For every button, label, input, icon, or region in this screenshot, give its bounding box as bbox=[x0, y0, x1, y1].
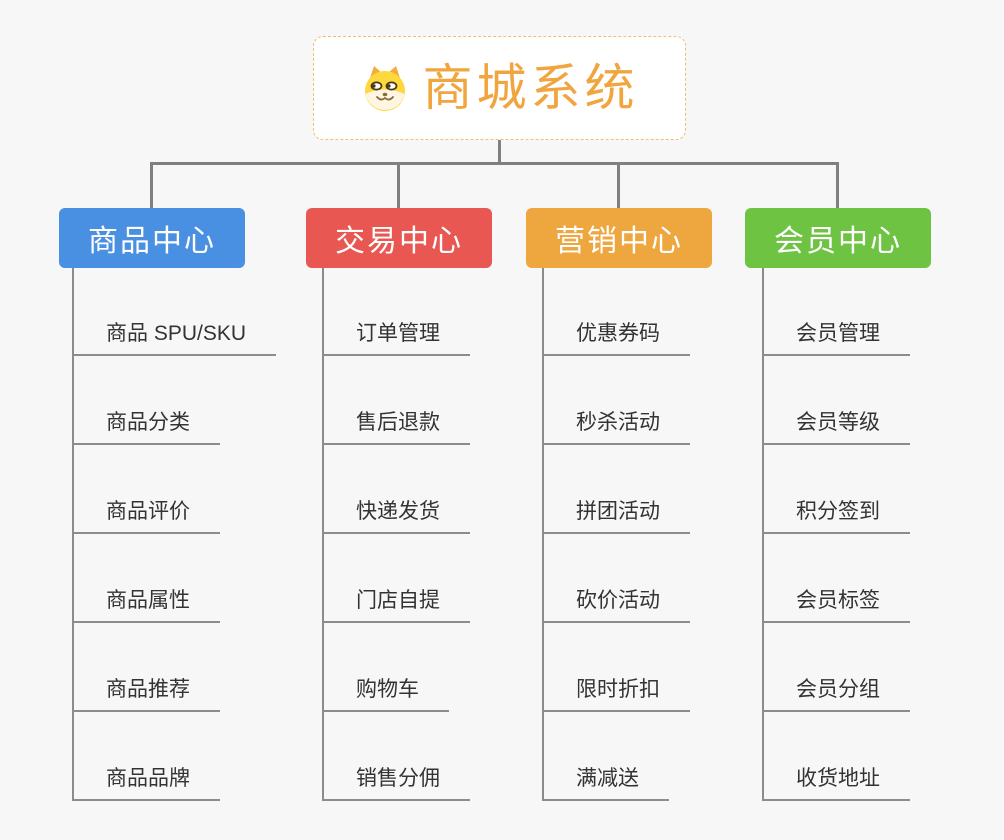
connector-drop-member bbox=[836, 162, 839, 208]
branch-label: 会员中心 bbox=[774, 225, 902, 258]
branch-node-marketing[interactable]: 营销中心 bbox=[526, 208, 712, 268]
branch-trunk-trade bbox=[322, 268, 324, 801]
leaf-node[interactable]: 满减送 bbox=[542, 767, 669, 801]
branch-label: 交易中心 bbox=[335, 225, 463, 258]
leaf-node[interactable]: 商品推荐 bbox=[72, 678, 220, 712]
connector-root-stem bbox=[498, 140, 501, 165]
leaf-node[interactable]: 商品品牌 bbox=[72, 767, 220, 801]
branch-node-member[interactable]: 会员中心 bbox=[745, 208, 931, 268]
leaf-node[interactable]: 商品评价 bbox=[72, 500, 220, 534]
leaf-node[interactable]: 限时折扣 bbox=[542, 678, 690, 712]
branch-trunk-marketing bbox=[542, 268, 544, 801]
branch-node-trade[interactable]: 交易中心 bbox=[306, 208, 492, 268]
branch-trunk-member bbox=[762, 268, 764, 801]
connector-drop-trade bbox=[397, 162, 400, 208]
root-title: 商城系统 bbox=[422, 60, 639, 116]
leaf-node[interactable]: 会员管理 bbox=[762, 322, 910, 356]
leaf-node[interactable]: 销售分佣 bbox=[322, 767, 470, 801]
leaf-node[interactable]: 会员分组 bbox=[762, 678, 910, 712]
branch-label: 商品中心 bbox=[88, 225, 216, 258]
branch-trunk-product bbox=[72, 268, 74, 801]
leaf-node[interactable]: 商品属性 bbox=[72, 589, 220, 623]
leaf-node[interactable]: 积分签到 bbox=[762, 500, 910, 534]
dog-face-icon bbox=[364, 66, 405, 111]
leaf-node[interactable]: 商品 SPU/SKU bbox=[72, 322, 277, 356]
leaf-node[interactable]: 拼团活动 bbox=[542, 500, 690, 534]
leaf-node[interactable]: 会员标签 bbox=[762, 589, 910, 623]
branch-label: 营销中心 bbox=[555, 225, 683, 258]
leaf-node[interactable]: 秒杀活动 bbox=[542, 411, 690, 445]
connector-drop-product bbox=[150, 162, 153, 208]
leaf-node[interactable]: 砍价活动 bbox=[542, 589, 690, 623]
leaf-node[interactable]: 购物车 bbox=[322, 678, 449, 712]
branch-node-product[interactable]: 商品中心 bbox=[59, 208, 245, 268]
leaf-node[interactable]: 售后退款 bbox=[322, 411, 470, 445]
leaf-node[interactable]: 订单管理 bbox=[322, 322, 470, 356]
leaf-node[interactable]: 商品分类 bbox=[72, 411, 220, 445]
leaf-node[interactable]: 收货地址 bbox=[762, 767, 910, 801]
leaf-node[interactable]: 优惠券码 bbox=[542, 322, 690, 356]
connector-bus bbox=[150, 162, 839, 165]
connector-drop-marketing bbox=[617, 162, 620, 208]
root-node[interactable]: 商城系统 bbox=[313, 36, 686, 140]
leaf-node[interactable]: 门店自提 bbox=[322, 589, 470, 623]
leaf-node[interactable]: 快递发货 bbox=[322, 500, 470, 534]
leaf-node[interactable]: 会员等级 bbox=[762, 411, 910, 445]
